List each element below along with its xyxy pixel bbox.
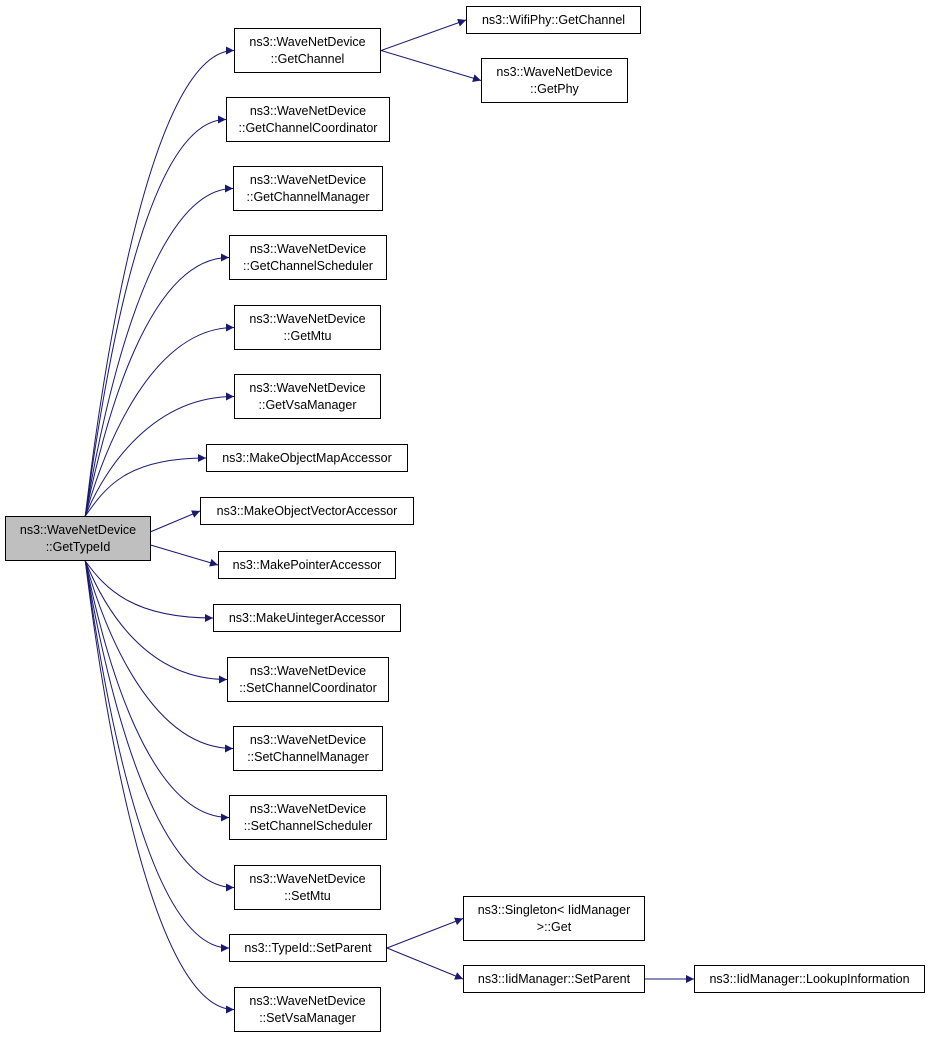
node-setvsamanager[interactable]: ns3::WaveNetDevice::SetVsaManager	[234, 987, 381, 1032]
edge-typeid-setparent-to-iidmanager-setparent	[386, 947, 464, 980]
edge-getchannel-to-getphy	[380, 50, 482, 83]
node-label-line: ns3::MakeUintegerAccessor	[228, 610, 386, 625]
edge-root-to-getchannelmanager	[84, 184, 234, 517]
node-label-line: ns3::WaveNetDevice	[249, 801, 367, 816]
node-label-line: ns3::WaveNetDevice	[249, 871, 366, 886]
node-label-line: ns3::WaveNetDevice	[249, 34, 366, 49]
node-getchannelmanager[interactable]: ns3::WaveNetDevice::GetChannelManager	[233, 166, 383, 211]
node-label-line: ns3::MakeObjectVectorAccessor	[216, 503, 398, 518]
node-setmtu[interactable]: ns3::WaveNetDevice::SetMtu	[234, 865, 381, 910]
edge-root-to-makeuintegeraccessor	[84, 560, 214, 622]
edge-root-to-makeobjectvectoraccessor	[150, 510, 201, 533]
node-setchannelmanager[interactable]: ns3::WaveNetDevice::SetChannelManager	[233, 726, 383, 771]
node-label-line: ns3::IidManager::LookupInformation	[709, 971, 910, 986]
node-makeobjectmapaccessor[interactable]: ns3::MakeObjectMapAccessor	[206, 444, 408, 472]
node-wifiphy-getchannel[interactable]: ns3::WifiPhy::GetChannel	[466, 6, 641, 34]
node-label-line: ::SetMtu	[284, 888, 331, 903]
node-label-line: ns3::WaveNetDevice	[249, 103, 367, 118]
node-setchannelscheduler[interactable]: ns3::WaveNetDevice::SetChannelScheduler	[229, 795, 387, 840]
node-label-line: ns3::MakeObjectMapAccessor	[222, 450, 392, 465]
node-label-line: ns3::WaveNetDevice	[249, 663, 367, 678]
node-label-line: ::SetVsaManager	[259, 1010, 356, 1025]
node-label-line: ::GetPhy	[530, 81, 579, 96]
edge-root-to-getmtu	[84, 323, 235, 517]
node-label-line: ::GetChannelManager	[246, 189, 370, 204]
node-label-line: ::GetMtu	[283, 328, 332, 343]
edge-typeid-setparent-to-singleton-get	[386, 917, 464, 949]
edge-root-to-setvsamanager	[84, 560, 235, 1014]
node-label-line: ns3::WaveNetDevice	[496, 64, 613, 79]
node-setchannelcoordinator[interactable]: ns3::WaveNetDevice::SetChannelCoordinato…	[227, 657, 389, 702]
node-iidmanager-setparent[interactable]: ns3::IidManager::SetParent	[463, 965, 645, 993]
edge-root-to-setmtu	[84, 560, 235, 892]
edge-root-to-getchannelcoordinator	[84, 115, 227, 517]
node-label-line: ns3::Singleton< IidManager	[477, 902, 631, 917]
node-label-line: ns3::WaveNetDevice	[249, 993, 366, 1008]
node-getchannel[interactable]: ns3::WaveNetDevice::GetChannel	[234, 28, 381, 73]
edge-root-to-makepointeraccessor	[150, 544, 219, 567]
node-label-line: ns3::WifiPhy::GetChannel	[481, 12, 626, 27]
node-label-line: ::SetChannelCoordinator	[239, 680, 377, 695]
node-label-line: ns3::IidManager::SetParent	[477, 971, 631, 986]
node-label-line: ::GetChannel	[270, 51, 345, 66]
edge-root-to-setchannelscheduler	[84, 560, 230, 822]
edge-root-to-makeobjectmapaccessor	[84, 454, 207, 517]
node-label-line: >::Get	[536, 919, 572, 934]
node-label-line: ns3::WaveNetDevice	[249, 241, 367, 256]
node-iidmanager-lookupinformation[interactable]: ns3::IidManager::LookupInformation	[694, 965, 925, 993]
node-label-line: ::GetChannelScheduler	[243, 258, 373, 273]
edge-root-to-setchannelcoordinator	[84, 560, 228, 684]
node-getmtu[interactable]: ns3::WaveNetDevice::GetMtu	[234, 305, 381, 350]
node-getchannelcoordinator[interactable]: ns3::WaveNetDevice::GetChannelCoordinato…	[226, 97, 390, 142]
node-label-line: ns3::WaveNetDevice	[249, 172, 367, 187]
node-makepointeraccessor[interactable]: ns3::MakePointerAccessor	[218, 551, 396, 579]
node-label-line: ::GetTypeId	[45, 539, 111, 554]
node-getchannelscheduler[interactable]: ns3::WaveNetDevice::GetChannelScheduler	[229, 235, 387, 280]
node-makeuintegeraccessor[interactable]: ns3::MakeUintegerAccessor	[213, 604, 401, 632]
node-makeobjectvectoraccessor[interactable]: ns3::MakeObjectVectorAccessor	[200, 497, 414, 525]
edge-root-to-typeid-setparent	[84, 560, 230, 952]
edge-getchannel-to-wifiphy-getchannel	[380, 18, 467, 51]
node-label-line: ::GetChannelCoordinator	[238, 120, 378, 135]
node-root[interactable]: ns3::WaveNetDevice::GetTypeId	[5, 516, 151, 561]
node-getphy[interactable]: ns3::WaveNetDevice::GetPhy	[481, 58, 628, 103]
node-label-line: ns3::WaveNetDevice	[19, 522, 137, 537]
edge-root-to-getchannel	[84, 46, 235, 517]
node-singleton-get[interactable]: ns3::Singleton< IidManager>::Get	[463, 896, 645, 941]
node-label-line: ns3::WaveNetDevice	[249, 311, 366, 326]
node-label-line: ns3::WaveNetDevice	[249, 380, 366, 395]
node-getvsamanager[interactable]: ns3::WaveNetDevice::GetVsaManager	[234, 374, 381, 419]
edge-root-to-getvsamanager	[84, 392, 235, 517]
edge-root-to-setchannelmanager	[84, 560, 234, 753]
edge-root-to-getchannelscheduler	[84, 253, 230, 517]
node-label-line: ::GetVsaManager	[258, 397, 357, 412]
node-label-line: ::SetChannelScheduler	[243, 818, 373, 833]
node-label-line: ::SetChannelManager	[247, 749, 369, 764]
node-label-line: ns3::TypeId::SetParent	[244, 940, 372, 955]
node-label-line: ns3::MakePointerAccessor	[232, 557, 382, 572]
node-label-line: ns3::WaveNetDevice	[249, 732, 367, 747]
node-typeid-setparent[interactable]: ns3::TypeId::SetParent	[229, 934, 387, 962]
